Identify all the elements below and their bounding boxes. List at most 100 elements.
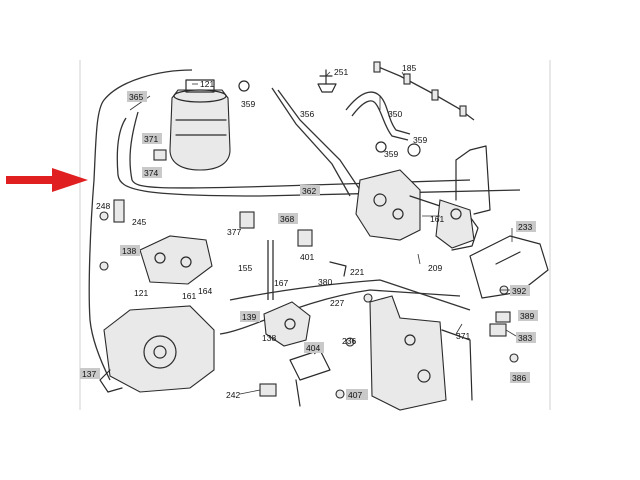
bracket-233 <box>469 235 549 299</box>
label-404: 404 <box>304 342 324 353</box>
pressure-regulator <box>139 235 213 285</box>
svg-text:356: 356 <box>300 109 314 119</box>
fitting-139 <box>263 301 311 347</box>
label-164: 164 <box>198 286 212 296</box>
return-line-lower <box>229 279 471 311</box>
label-401: 401 <box>300 252 314 262</box>
svg-text:386: 386 <box>512 373 526 383</box>
label-121a: 121 <box>200 79 214 89</box>
label-359b: 359 <box>384 149 398 159</box>
label-386: 386 <box>510 372 530 383</box>
svg-text:245: 245 <box>132 217 146 227</box>
label-248: 248 <box>96 201 110 211</box>
svg-text:359: 359 <box>384 149 398 159</box>
svg-text:359: 359 <box>241 99 255 109</box>
engine-mount-plate <box>369 295 473 411</box>
svg-text:377: 377 <box>227 227 241 237</box>
svg-text:380: 380 <box>318 277 332 287</box>
label-161b: 161 <box>182 291 196 301</box>
label-167: 167 <box>274 278 288 288</box>
label-121b: 121 <box>134 288 148 298</box>
label-389: 389 <box>518 310 538 321</box>
svg-text:121: 121 <box>200 79 214 89</box>
fuel-filter <box>153 79 231 171</box>
clips <box>113 199 511 397</box>
label-350: 350 <box>388 109 402 119</box>
label-380: 380 <box>318 277 332 287</box>
label-161a: 161 <box>430 214 444 224</box>
label-371b: 371 <box>456 331 470 341</box>
label-221: 221 <box>350 267 364 277</box>
svg-text:350: 350 <box>388 109 402 119</box>
label-236: 236 <box>342 336 356 346</box>
svg-text:362: 362 <box>302 186 316 196</box>
label-356: 356 <box>300 109 314 119</box>
label-137: 137 <box>80 368 100 379</box>
svg-text:407: 407 <box>348 390 362 400</box>
label-185: 185 <box>402 63 416 73</box>
label-138a: 138 <box>120 245 140 256</box>
arrow-shaft <box>6 176 56 184</box>
svg-text:233: 233 <box>518 222 532 232</box>
injector-housing <box>355 145 491 251</box>
svg-text:383: 383 <box>518 333 532 343</box>
svg-text:137: 137 <box>82 369 96 379</box>
label-251: 251 <box>334 67 348 77</box>
svg-text:227: 227 <box>330 298 344 308</box>
hose-350-b <box>351 100 409 141</box>
label-374: 374 <box>142 167 162 178</box>
svg-text:371: 371 <box>456 331 470 341</box>
svg-text:248: 248 <box>96 201 110 211</box>
label-365: 365 <box>127 91 147 102</box>
label-359a: 359 <box>241 99 255 109</box>
svg-text:374: 374 <box>144 168 158 178</box>
rail-185-clips <box>373 61 467 117</box>
fuel-line-left-inner <box>116 117 521 197</box>
svg-text:221: 221 <box>350 267 364 277</box>
label-227: 227 <box>330 298 344 308</box>
svg-text:242: 242 <box>226 390 240 400</box>
svg-text:185: 185 <box>402 63 416 73</box>
label-359c: 359 <box>413 135 427 145</box>
svg-text:236: 236 <box>342 336 356 346</box>
label-245: 245 <box>132 217 146 227</box>
label-392: 392 <box>510 285 530 296</box>
clamp-359 <box>238 80 421 157</box>
svg-text:161: 161 <box>430 214 444 224</box>
svg-text:392: 392 <box>512 286 526 296</box>
svg-text:368: 368 <box>280 214 294 224</box>
label-362: 362 <box>300 185 320 196</box>
fuel-line-upper <box>129 111 471 189</box>
svg-text:161: 161 <box>182 291 196 301</box>
svg-text:389: 389 <box>520 311 534 321</box>
svg-text:164: 164 <box>198 286 212 296</box>
svg-text:121: 121 <box>134 288 148 298</box>
label-138b: 138 <box>262 333 276 343</box>
svg-text:251: 251 <box>334 67 348 77</box>
label-209: 209 <box>428 263 442 273</box>
bolts <box>99 211 519 399</box>
svg-text:155: 155 <box>238 263 252 273</box>
high-pressure-pump <box>99 305 215 393</box>
svg-text:138: 138 <box>122 246 136 256</box>
label-407: 407 <box>346 389 368 400</box>
svg-text:371: 371 <box>144 134 158 144</box>
svg-text:139: 139 <box>242 312 256 322</box>
svg-text:401: 401 <box>300 252 314 262</box>
arrow-head <box>52 168 88 192</box>
svg-text:359: 359 <box>413 135 427 145</box>
label-377: 377 <box>227 227 241 237</box>
fuel-line-left-outer <box>88 69 193 381</box>
label-371a: 371 <box>142 133 162 144</box>
bracket-404 <box>289 349 331 407</box>
svg-text:365: 365 <box>129 92 143 102</box>
svg-text:209: 209 <box>428 263 442 273</box>
label-368: 368 <box>278 213 298 224</box>
label-242: 242 <box>226 390 240 400</box>
svg-text:167: 167 <box>274 278 288 288</box>
label-383: 383 <box>516 332 536 343</box>
fuel-line-diagonal-2 <box>271 87 351 197</box>
red-pointer-arrow <box>6 168 88 192</box>
label-233: 233 <box>516 221 536 232</box>
